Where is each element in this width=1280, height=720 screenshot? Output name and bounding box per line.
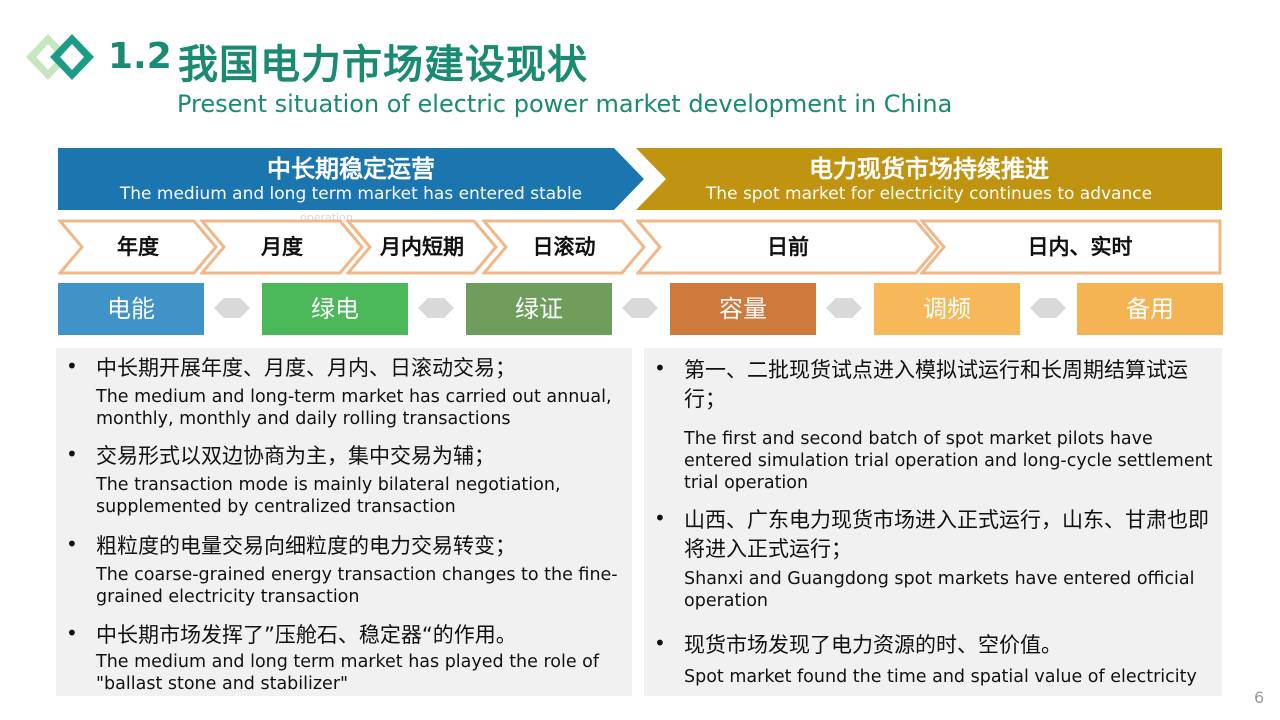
product-reserve: 备用 [1077,283,1223,335]
product-energy: 电能 [58,283,204,335]
point-en: The first and second batch of spot marke… [684,429,1213,493]
stage-label: 年度 [117,235,159,259]
diamond-connector-icon [214,298,250,318]
page-subtitle: Present situation of electric power mark… [177,90,953,118]
stage-intraday-realtime: 日内、实时 [920,219,1224,275]
bullet-icon: • [66,442,78,466]
diamond-connector-icon [418,298,454,318]
page-number: 6 [1254,688,1265,707]
point-cn: 粗粒度的电量交易向细粒度的电力交易转变； [96,534,516,558]
point-cn: 交易形式以双边协商为主，集中交易为辅； [96,444,495,468]
bullet-icon: • [66,532,78,556]
banner-title: 电力现货市场持续推进 [809,155,1049,183]
point-en: The coarse-grained energy transaction ch… [96,565,618,607]
bullet-icon: • [66,621,78,645]
banner-subtitle: The spot market for electricity continue… [705,184,1153,204]
stage-label: 日前 [767,235,809,259]
point-cn: 山西、广东电力现货市场进入正式运行，山东、甘肃也即将进入正式运行； [684,508,1209,561]
point-en: Shanxi and Guangdong spot markets have e… [684,569,1195,611]
bullet-icon: • [654,631,666,655]
stage-monthly: 月度 [200,219,364,275]
page-title: 我国电力市场建设现状 [178,42,588,88]
stage-label: 月度 [261,235,303,259]
right-panel: • 第一、二批现货试点进入模拟试运行和长周期结算试运行； The first a… [644,348,1222,696]
banner-spot-market: 电力现货市场持续推进 The spot market for electrici… [636,148,1222,210]
product-frequency-regulation: 调频 [874,283,1020,335]
bullet-icon: • [654,356,666,380]
stage-daily-rolling: 日滚动 [482,219,646,275]
bullet-icon: • [654,506,666,530]
point-en: The medium and long-term market has carr… [96,387,612,429]
point-cn: 中长期开展年度、月度、月内、日滚动交易； [96,356,516,380]
stage-label: 日内、实时 [1027,235,1133,259]
diamond-connector-icon [1030,298,1066,318]
banner-medium-long-term: 中长期稳定运营 The medium and long term market … [58,148,644,210]
bullet-icon: • [66,354,78,378]
product-green-certificate: 绿证 [466,283,612,335]
point-en: Spot market found the time and spatial v… [684,667,1197,687]
diamond-connector-icon [826,298,862,318]
stage-annual: 年度 [58,219,218,275]
left-panel: • 中长期开展年度、月度、月内、日滚动交易； The medium and lo… [56,348,632,696]
point-en: The transaction mode is mainly bilateral… [96,475,561,517]
section-number: 1.2 [108,36,172,77]
stage-label: 月内短期 [380,235,464,259]
stage-day-ahead: 日前 [636,219,940,275]
product-capacity: 容量 [670,283,816,335]
point-cn: 中长期市场发挥了”压舱石、稳定器“的作用。 [96,623,517,647]
banner-subtitle: The medium and long term market has ente… [119,184,583,204]
point-en: The medium and long term market has play… [96,652,600,694]
banner-title: 中长期稳定运营 [267,155,435,183]
stage-label: 日滚动 [532,235,596,259]
diamond-connector-icon [622,298,658,318]
logo-icon [26,34,94,80]
stage-intra-month: 月内短期 [346,219,498,275]
point-cn: 现货市场发现了电力资源的时、空价值。 [684,633,1062,657]
point-cn: 第一、二批现货试点进入模拟试运行和长周期结算试运行； [684,358,1188,411]
product-green-power: 绿电 [262,283,408,335]
